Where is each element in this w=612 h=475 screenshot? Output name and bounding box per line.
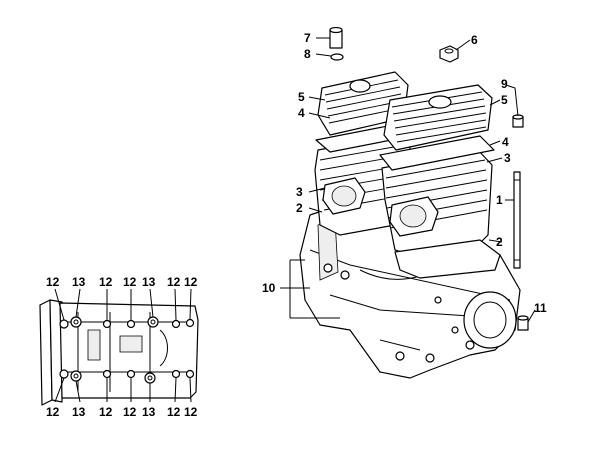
plug-cap xyxy=(512,114,524,128)
callout-1: 1 xyxy=(496,193,503,207)
callout-3-right: 3 xyxy=(504,151,511,165)
engine-assembly: 7 8 6 5 4 9 5 4 3 3 2 1 2 10 11 xyxy=(262,26,547,379)
stud-nut xyxy=(517,315,529,331)
callout-12-top-5: 12 xyxy=(184,275,198,289)
callout-13-bottom-1: 13 xyxy=(72,405,86,419)
callout-2-right: 2 xyxy=(496,235,503,249)
head-nut-stud xyxy=(329,26,343,49)
callout-5-left: 5 xyxy=(298,90,305,104)
callout-4-right: 4 xyxy=(502,135,509,149)
washer xyxy=(330,53,344,61)
cylinder-front xyxy=(381,149,493,259)
callout-9: 9 xyxy=(501,77,508,91)
callout-12-bottom-3: 12 xyxy=(123,405,137,419)
callout-8: 8 xyxy=(304,47,311,61)
callout-7: 7 xyxy=(304,31,311,45)
callout-12-bottom-4: 12 xyxy=(167,405,181,419)
callout-11: 11 xyxy=(534,301,547,315)
callout-10: 10 xyxy=(262,281,276,295)
callout-leaders xyxy=(280,37,536,323)
callout-13-bottom-2: 13 xyxy=(142,405,156,419)
callout-12-top-4: 12 xyxy=(167,275,181,289)
head-nut xyxy=(439,45,459,63)
callout-12-bottom-5: 12 xyxy=(184,405,198,419)
callout-6: 6 xyxy=(471,33,478,47)
bolt-row-top xyxy=(59,316,195,329)
callout-3-left: 3 xyxy=(296,185,303,199)
callout-4-left: 4 xyxy=(298,106,305,120)
callout-12-bottom-1: 12 xyxy=(46,405,60,419)
bolt-leaders-top xyxy=(54,288,192,321)
bolt-row-bottom xyxy=(59,369,195,384)
callout-12-bottom-2: 12 xyxy=(99,405,113,419)
head-gasket-front xyxy=(379,135,495,171)
callout-12-top-3: 12 xyxy=(123,275,137,289)
crankcase-bottom-view: 12 13 12 12 13 12 12 12 13 12 12 13 12 1… xyxy=(39,275,199,419)
long-stud xyxy=(513,171,521,269)
callout-5-right: 5 xyxy=(501,93,508,107)
callout-13-top-1: 13 xyxy=(72,275,86,289)
callout-13-top-2: 13 xyxy=(142,275,156,289)
cylinder-head-front xyxy=(383,84,493,151)
cylinder-head-rear xyxy=(317,71,409,136)
callout-2-left: 2 xyxy=(296,201,303,215)
bolt-leaders-bottom xyxy=(54,377,192,403)
cylinder-base-front xyxy=(394,239,501,279)
callout-12-top-1: 12 xyxy=(46,275,60,289)
callout-12-top-2: 12 xyxy=(99,275,113,289)
